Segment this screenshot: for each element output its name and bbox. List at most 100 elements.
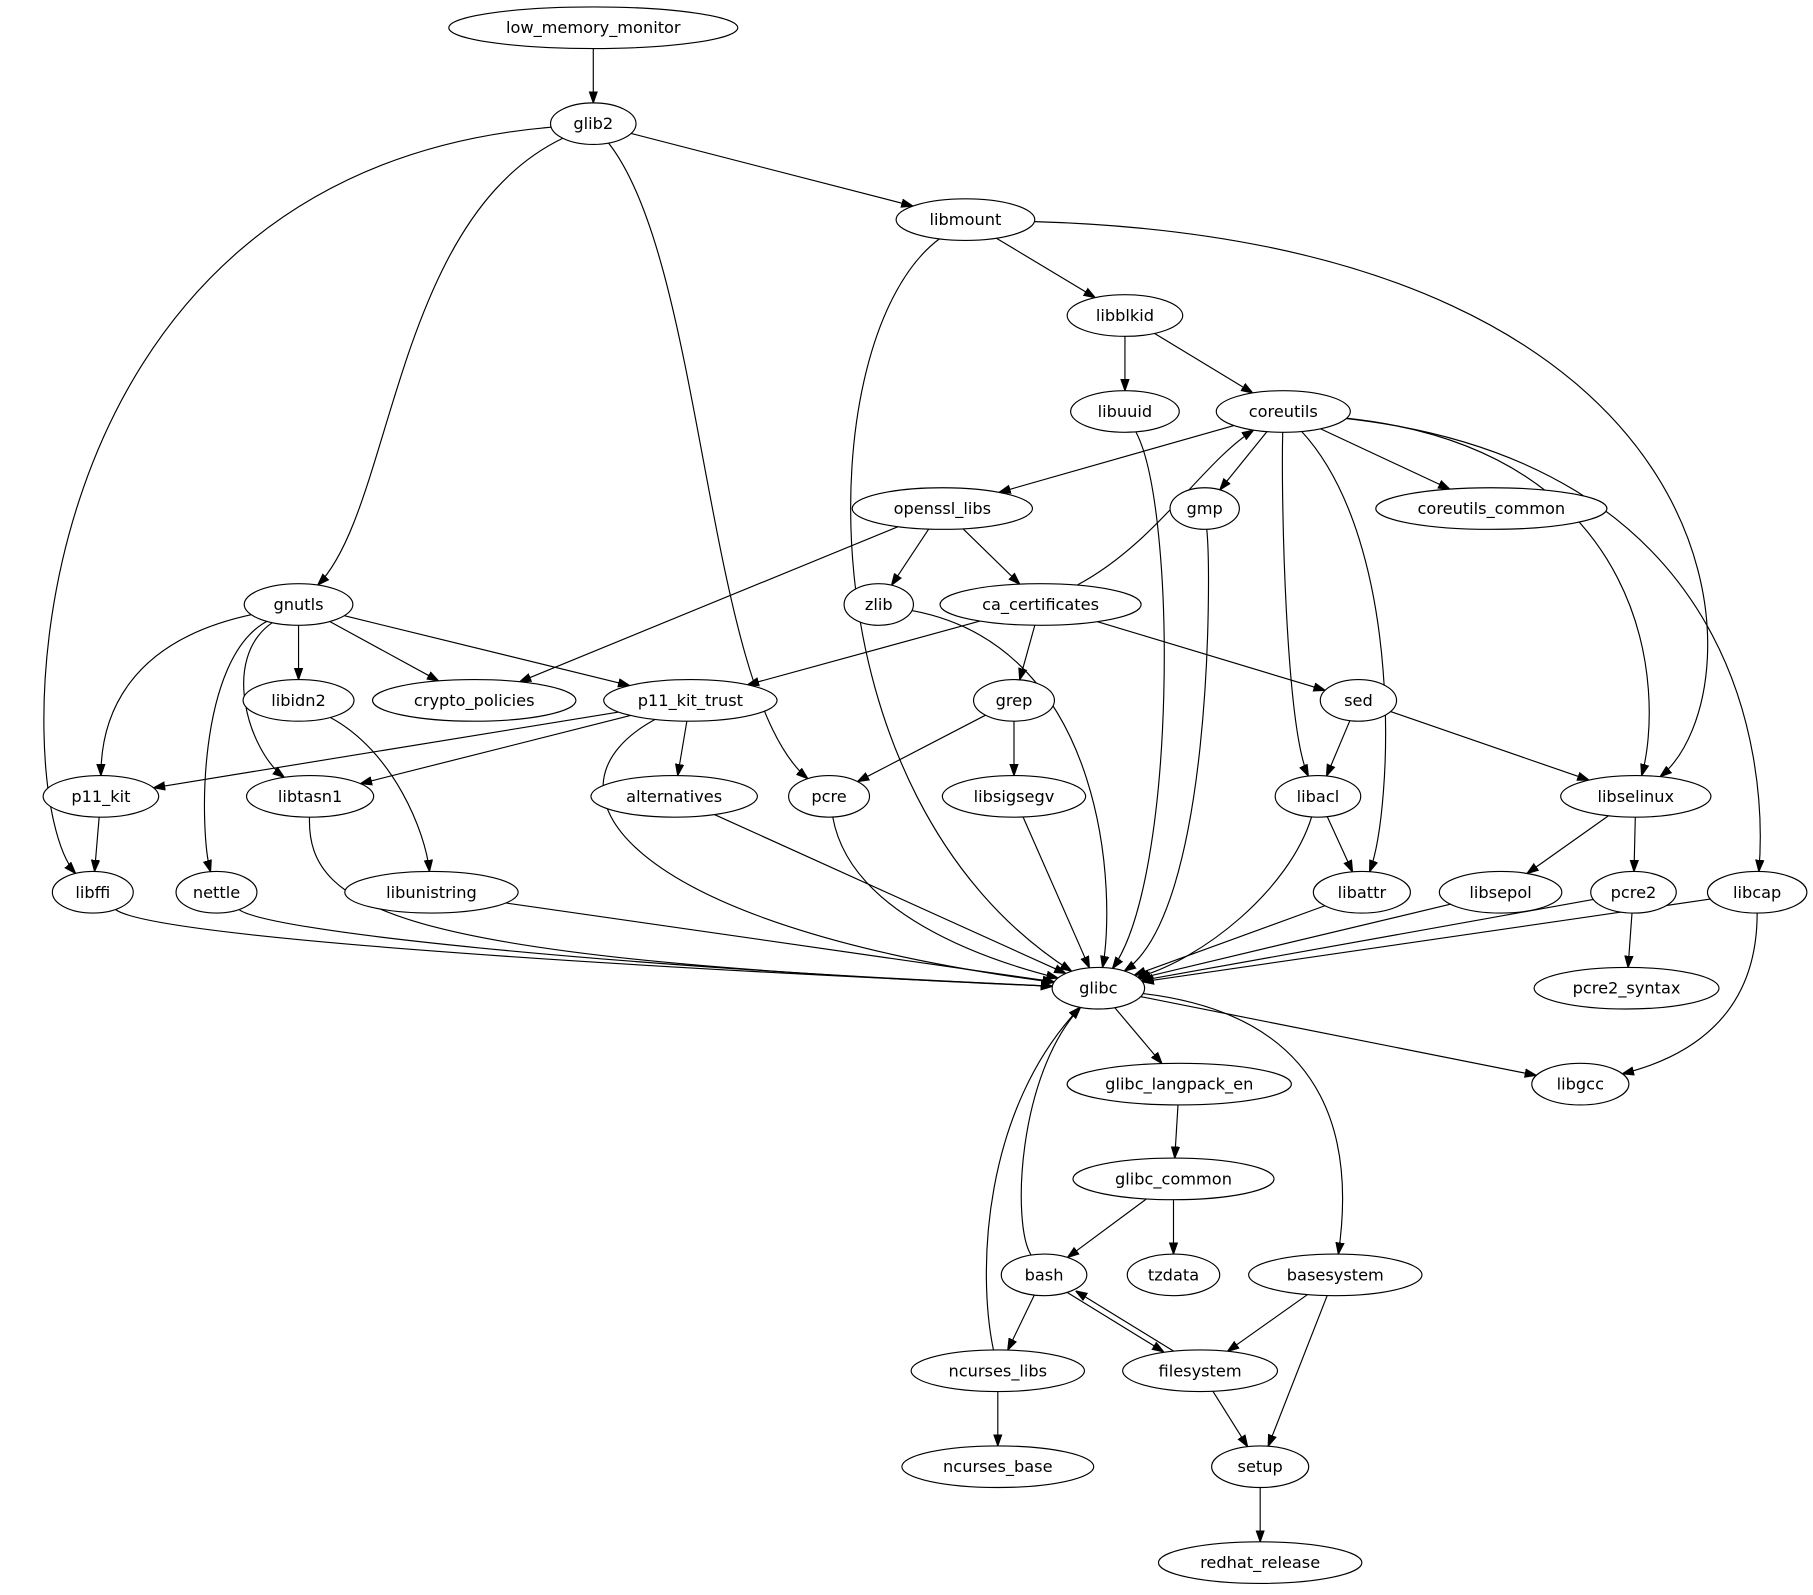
edge-coreutils-to-libattr xyxy=(1301,431,1387,871)
edge-gnutls-to-p11_kit xyxy=(101,614,252,776)
node-ncurses_base: ncurses_base xyxy=(901,1445,1095,1489)
node-alternatives: alternatives xyxy=(590,774,758,818)
node-ellipse xyxy=(1533,966,1720,1010)
edge-path xyxy=(608,142,808,779)
edge-path xyxy=(1140,996,1537,1076)
node-ellipse xyxy=(175,870,258,914)
edge-path xyxy=(996,237,1095,297)
edge-libattr-to-glibc xyxy=(1134,905,1326,975)
node-ellipse xyxy=(245,774,375,818)
node-label: gnutls xyxy=(274,595,324,614)
node-libsepol: libsepol xyxy=(1438,870,1563,914)
node-ellipse xyxy=(1122,1349,1279,1393)
node-ellipse xyxy=(788,774,871,818)
edge-gmp-to-glibc xyxy=(1124,529,1210,971)
node-label: libunistring xyxy=(386,883,477,902)
node-ellipse xyxy=(603,679,778,722)
node-ellipse xyxy=(1051,966,1146,1010)
edge-path xyxy=(1628,913,1632,967)
nodes-layer: low_memory_monitorglib2libmountlibblkidl… xyxy=(42,6,1808,1585)
edge-path xyxy=(1134,905,1326,975)
node-ellipse xyxy=(448,6,739,50)
node-ellipse xyxy=(843,583,915,626)
edge-coreutils-to-openssl_libs xyxy=(999,424,1235,493)
edge-path xyxy=(999,424,1235,493)
node-ellipse xyxy=(1560,774,1712,818)
node-ellipse xyxy=(1070,390,1180,433)
node-ellipse xyxy=(344,870,519,914)
node-ellipse xyxy=(901,1445,1095,1489)
edge-glib2-to-libmount xyxy=(630,132,913,206)
edge-coreutils-to-coreutils_common xyxy=(1320,428,1449,489)
node-openssl_libs: openssl_libs xyxy=(851,487,1034,530)
edge-libunistring-to-glibc xyxy=(505,902,1055,982)
edge-path xyxy=(1065,1290,1163,1351)
edge-nettle-to-glibc xyxy=(238,909,1052,987)
edge-path xyxy=(1020,625,1036,680)
node-ellipse xyxy=(941,774,1087,818)
edge-path xyxy=(1622,913,1758,1074)
node-sed: sed xyxy=(1319,679,1398,722)
node-ellipse xyxy=(1000,1253,1088,1297)
edge-p11_kit_trust-to-p11_kit xyxy=(154,711,619,788)
node-redhat_release: redhat_release xyxy=(1157,1541,1363,1585)
edge-path xyxy=(1034,221,1709,777)
node-label: coreutils_common xyxy=(1418,499,1566,519)
node-label: redhat_release xyxy=(1200,1553,1320,1573)
edge-libselinux-to-pcre2 xyxy=(1634,817,1635,871)
node-label: libuuid xyxy=(1098,402,1153,421)
edge-path xyxy=(1154,332,1252,393)
node-label: p11_kit xyxy=(71,787,130,807)
node-libffi: libffi xyxy=(51,870,134,914)
node-gmp: gmp xyxy=(1169,487,1240,530)
node-label: glibc_langpack_en xyxy=(1105,1075,1253,1095)
edge-grep-to-pcre xyxy=(858,714,986,781)
node-ellipse xyxy=(243,583,354,626)
node-libidn2: libidn2 xyxy=(242,679,355,722)
node-label: ca_certificates xyxy=(982,595,1099,615)
node-label: libsepol xyxy=(1469,883,1531,902)
edge-p11_kit_trust-to-alternatives xyxy=(678,721,688,775)
edge-path xyxy=(1527,815,1609,874)
node-ellipse xyxy=(371,679,577,722)
edge-path xyxy=(630,132,913,206)
edge-path xyxy=(329,621,439,681)
node-glibc_common: glibc_common xyxy=(1072,1157,1275,1201)
node-libgcc: libgcc xyxy=(1531,1062,1630,1106)
node-ellipse xyxy=(1590,870,1677,914)
edge-libblkid-to-coreutils xyxy=(1154,332,1252,393)
edge-path xyxy=(1227,1294,1308,1352)
node-ca_certificates: ca_certificates xyxy=(939,583,1142,626)
edge-p11_kit_trust-to-glibc xyxy=(602,718,1054,982)
node-ellipse xyxy=(910,1349,1086,1393)
node-label: libsigsegv xyxy=(974,787,1055,806)
node-label: libgcc xyxy=(1557,1075,1604,1094)
edge-path xyxy=(1141,898,1594,980)
edge-openssl_libs-to-ca_certificates xyxy=(962,528,1020,584)
edge-path xyxy=(911,610,1107,968)
edge-path xyxy=(1068,1198,1147,1258)
node-ellipse xyxy=(1438,870,1563,914)
edge-path xyxy=(1076,1291,1175,1353)
edge-path xyxy=(1175,1104,1178,1158)
edge-path xyxy=(1008,1294,1035,1350)
node-coreutils_common: coreutils_common xyxy=(1375,487,1608,530)
node-label: low_memory_monitor xyxy=(506,18,681,38)
node-basesystem: basesystem xyxy=(1248,1253,1423,1297)
node-bash: bash xyxy=(1000,1253,1088,1297)
edge-libacl-to-glibc xyxy=(1138,816,1313,977)
node-ellipse xyxy=(1375,487,1608,530)
edge-path xyxy=(1114,1007,1162,1064)
edge-sed-to-libacl xyxy=(1327,720,1351,776)
node-label: tzdata xyxy=(1148,1265,1199,1284)
edge-path xyxy=(985,1007,1080,1351)
edge-path xyxy=(1020,1007,1080,1256)
edge-filesystem-to-bash xyxy=(1076,1291,1175,1353)
node-label: gmp xyxy=(1187,499,1223,518)
node-ellipse xyxy=(972,679,1056,722)
edge-glibc-to-basesystem xyxy=(1142,992,1343,1255)
node-label: ncurses_libs xyxy=(949,1361,1048,1381)
node-ellipse xyxy=(939,583,1142,626)
edge-libmount-to-glibc xyxy=(850,238,1072,971)
node-p11_kit_trust: p11_kit_trust xyxy=(603,679,778,722)
